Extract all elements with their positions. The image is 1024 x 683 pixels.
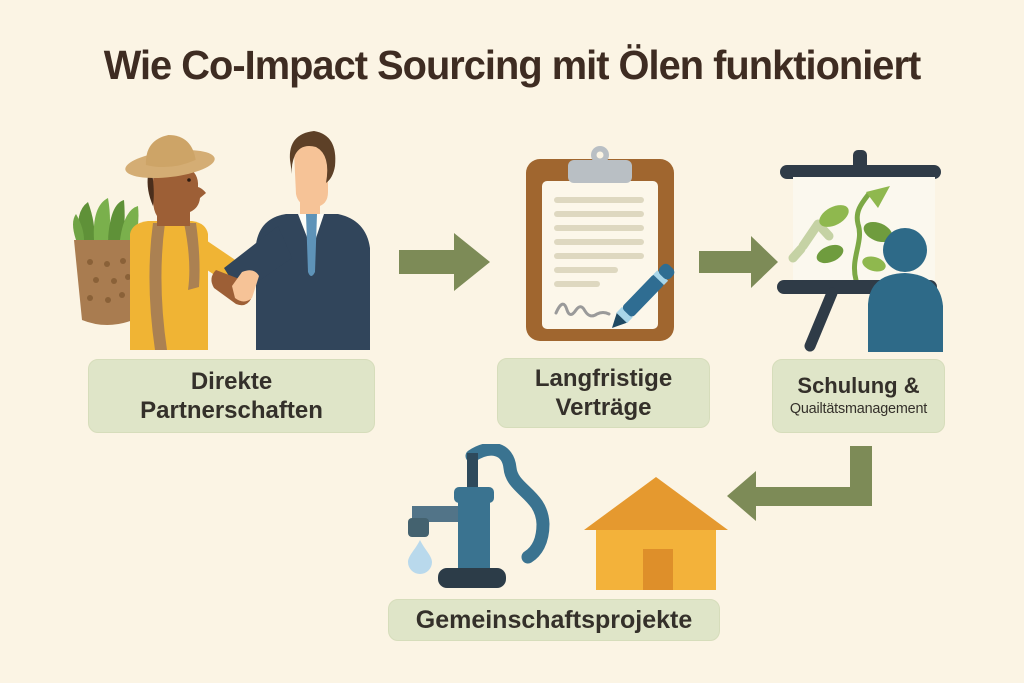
- label-line: Partnerschaften: [140, 397, 323, 424]
- growth-chart-chevron: [788, 219, 834, 263]
- pen-icon: [612, 263, 675, 328]
- label-langfristige-vertraege: Langfristige Verträge: [497, 358, 710, 428]
- signature-scribble: [554, 302, 611, 318]
- trainer-person-silhouette: [868, 228, 943, 352]
- farmer-businessman-handshake-illustration: [73, 131, 370, 350]
- page-title: Wie Co-Impact Sourcing mit Ölen funktion…: [103, 42, 921, 88]
- plant-basket: [73, 198, 140, 325]
- handshake-hands: [211, 270, 259, 306]
- label-line: Direkte: [190, 367, 273, 395]
- label-line: Gemeinschaftsprojekte: [415, 605, 693, 634]
- pump-handle: [465, 444, 550, 564]
- house-roof: [584, 477, 728, 530]
- arrow-right-icon: [399, 233, 490, 291]
- pump-base: [438, 568, 506, 588]
- label-direkte-partnerschaften: Direkte Partnerschaften: [88, 359, 375, 433]
- label-line: Quailtätsmanagement: [789, 400, 928, 418]
- contract-clipboard-pen-illustration: [526, 146, 675, 341]
- label-line: Verträge: [555, 394, 652, 421]
- house-illustration: [584, 477, 728, 590]
- label-schulung-qualitaetsmanagement: Schulung & Quailtätsmanagement: [772, 359, 945, 433]
- easel-leg: [804, 287, 838, 352]
- label-gemeinschaftsprojekte: Gemeinschaftsprojekte: [388, 599, 720, 641]
- training-presentation-plant-illustration: [777, 150, 943, 352]
- arrow-right-icon: [699, 236, 778, 288]
- clipboard-clip: [568, 146, 632, 183]
- house-door: [643, 549, 673, 590]
- water-pump-illustration: [408, 444, 550, 588]
- pump-spout-cuff: [408, 518, 429, 537]
- businessman-figure: [224, 131, 370, 350]
- pump-rod: [467, 453, 478, 491]
- farmer-figure: [125, 134, 256, 350]
- pump-column: [458, 499, 490, 573]
- contract-text-lines: [554, 197, 644, 287]
- label-line: Langfristige: [534, 364, 673, 392]
- growth-plant: [816, 186, 893, 283]
- water-droplet-icon: [408, 540, 432, 574]
- arrow-bent-left-icon: [727, 446, 872, 521]
- label-line: Schulung &: [797, 373, 920, 399]
